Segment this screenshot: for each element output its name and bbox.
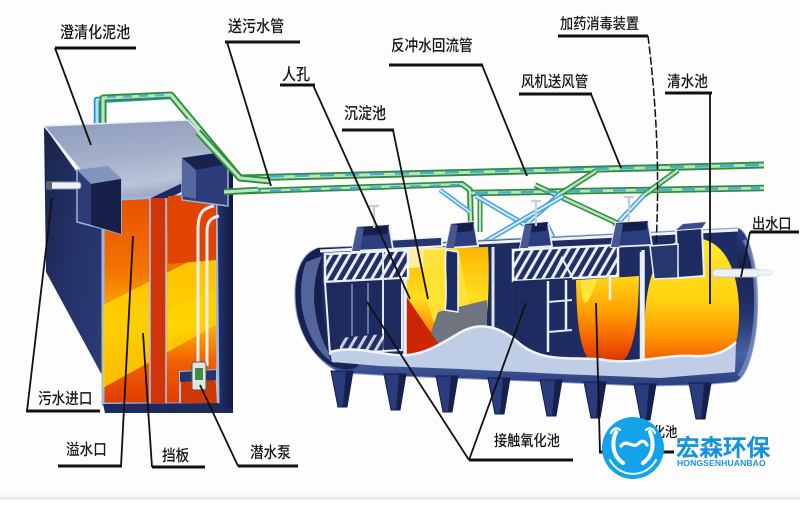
svg-text:HONGSENHUANBAO: HONGSENHUANBAO — [677, 458, 766, 468]
